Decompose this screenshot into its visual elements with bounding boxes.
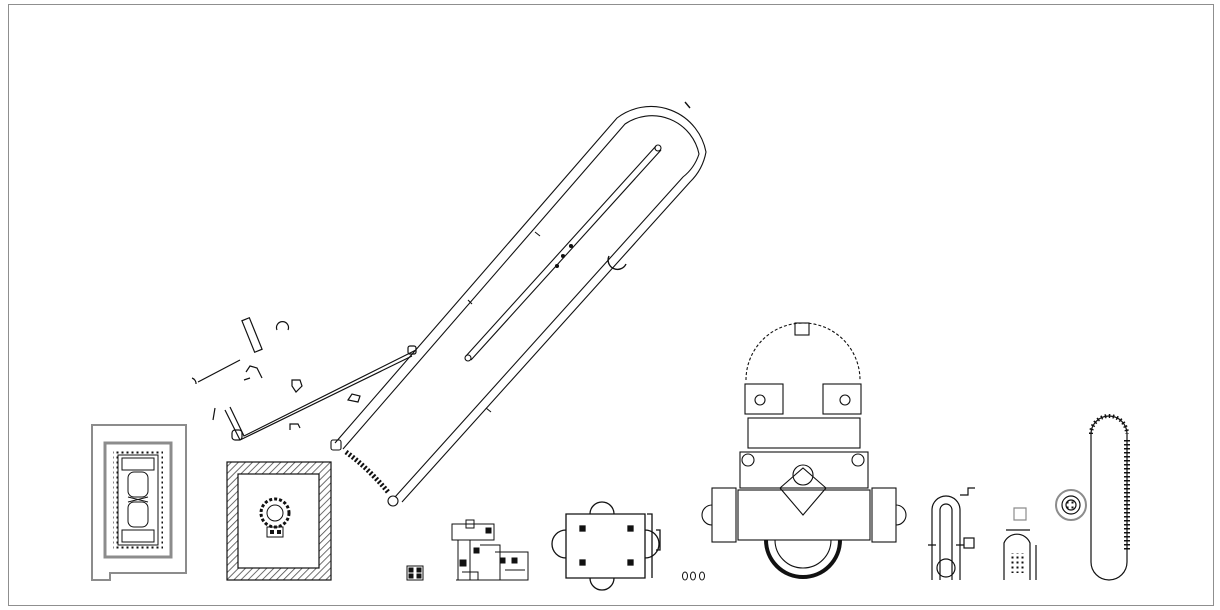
plan-temple-peristyle: [91, 424, 187, 581]
plan-portico-wall-complex: [191, 316, 417, 441]
plan-hippodrome-circus: [330, 101, 707, 507]
plan-stadium-with-rotunda: [1055, 414, 1130, 581]
plan-three-small-ovals: [682, 571, 705, 581]
plan-cruciform-church: [551, 501, 661, 591]
plan-small-apsidal-chapel: [1003, 507, 1037, 580]
plan-small-square-pavilion: [406, 565, 424, 581]
plan-apsidal-hall: [928, 487, 975, 580]
plan-room-cluster: [451, 519, 529, 581]
plan-courtyard-rotunda: [226, 461, 332, 581]
plan-great-palace-complex: [701, 322, 907, 579]
